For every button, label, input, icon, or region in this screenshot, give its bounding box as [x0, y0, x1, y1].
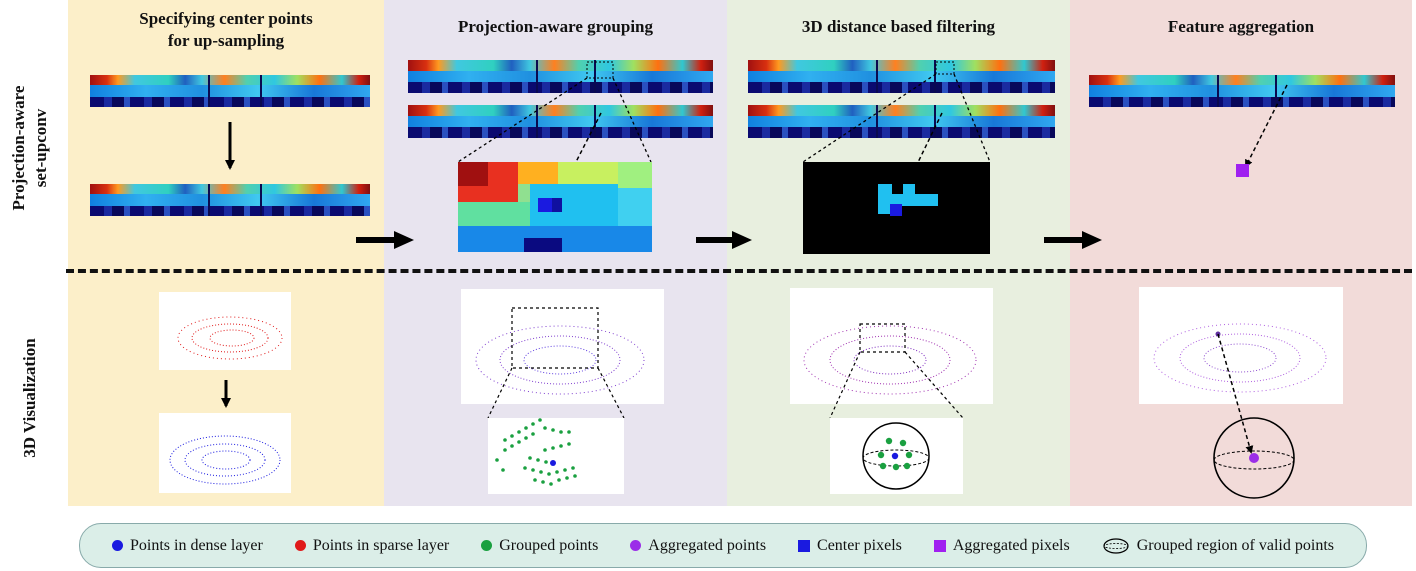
filtered-pixel-panel-col3 — [803, 162, 990, 254]
range-image-top-col2 — [408, 60, 713, 93]
arrow-right-1 — [356, 231, 414, 249]
zoomed-range-grid-col2 — [458, 162, 652, 252]
legend-label-center-pixels: Center pixels — [817, 536, 902, 554]
column-title-grouping: Projection-aware grouping — [384, 16, 727, 38]
legend-item-grouped-points: Grouped points — [481, 537, 598, 555]
center-pixel-swatch-icon — [798, 539, 811, 552]
column-title-grouping-line1: Projection-aware grouping — [457, 17, 653, 36]
aggregated-point-swatch-icon — [630, 540, 642, 551]
legend: Points in dense layer Points in sparse l… — [79, 523, 1367, 568]
aggregated-pixel — [1236, 164, 1249, 177]
legend-item-dense-points: Points in dense layer — [111, 536, 263, 555]
dense-point-swatch-icon — [111, 540, 123, 551]
legend-item-aggregated-points: Aggregated points — [630, 537, 766, 555]
range-image-sparse-col1 — [90, 184, 370, 216]
range-image-top-col3 — [748, 60, 1055, 93]
range-image-col4 — [1089, 75, 1395, 107]
legend-label-sparse-points: Points in sparse layer — [312, 536, 450, 554]
point-cloud-sparse-col1 — [159, 292, 291, 370]
point-cloud-col2 — [461, 289, 664, 494]
sphere-region-icon — [1103, 537, 1129, 554]
range-image-bottom-col2 — [408, 105, 713, 138]
legend-label-grouped-region: Grouped region of valid points — [1136, 536, 1334, 554]
arrow-right-3 — [1044, 231, 1102, 249]
point-cloud-col3 — [790, 288, 993, 494]
legend-label-grouped-points: Grouped points — [499, 536, 599, 554]
range-image-dense-col1 — [90, 75, 370, 107]
column-title-filtering-line1: 3D distance based filtering — [801, 17, 996, 36]
column-title-filtering: 3D distance based filtering — [727, 16, 1070, 38]
legend-item-grouped-region: Grouped region of valid points — [1102, 537, 1334, 555]
legend-item-aggregated-pixels: Aggregated pixels — [933, 536, 1070, 555]
legend-label-dense-points: Points in dense layer — [129, 536, 263, 554]
grouped-point-swatch-icon — [481, 540, 493, 551]
range-image-bottom-col3 — [748, 105, 1055, 138]
sparse-point-swatch-icon — [294, 540, 306, 551]
zoom-box-col3-top — [935, 61, 955, 75]
point-cloud-col4 — [1139, 287, 1343, 499]
column-title-specifying-line2: for up-sampling — [167, 31, 285, 50]
point-cloud-dense-col1 — [159, 413, 291, 493]
arrow-right-2 — [696, 231, 752, 249]
zoom-box-col2-top — [586, 61, 614, 79]
row-divider — [66, 269, 1412, 273]
legend-item-sparse-points: Points in sparse layer — [294, 536, 450, 555]
legend-item-center-pixels: Center pixels — [798, 537, 902, 555]
column-title-aggregation-line1: Feature aggregation — [1167, 17, 1315, 36]
column-title-specifying-line1: Specifying center points — [139, 9, 313, 28]
legend-label-aggregated-points: Aggregated points — [648, 536, 767, 554]
legend-label-aggregated-pixels: Aggregated pixels — [952, 536, 1070, 554]
aggregated-pixel-swatch-icon — [933, 539, 946, 552]
column-title-specifying: Specifying center points for up-sampling — [68, 8, 384, 52]
column-title-aggregation: Feature aggregation — [1070, 16, 1412, 38]
